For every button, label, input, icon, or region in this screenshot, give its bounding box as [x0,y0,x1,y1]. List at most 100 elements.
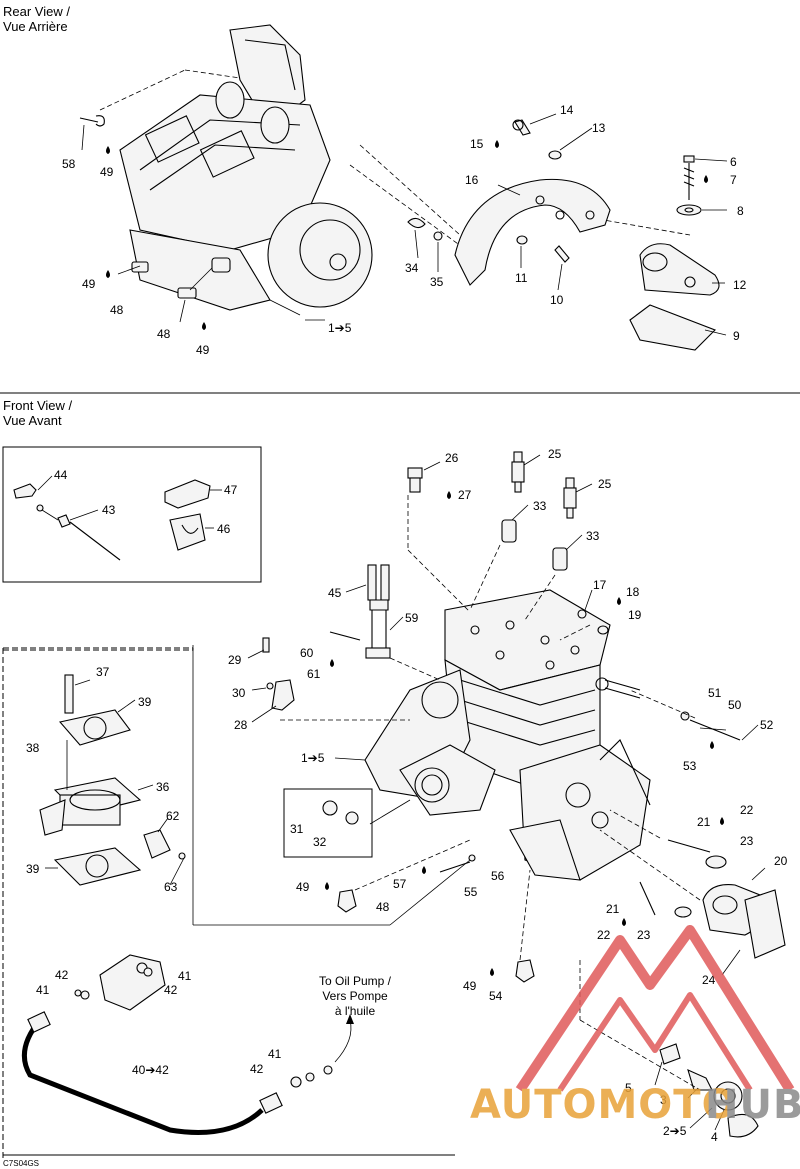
callout: 58 [62,157,76,171]
callout: 25 [548,447,562,461]
drop-icon [422,866,426,874]
callout: 19 [628,608,642,622]
callout: 36 [156,780,170,794]
callout: 42 [164,983,178,997]
callout: 9 [733,329,740,343]
callout: 24 [702,973,716,987]
drop-icon [617,597,621,605]
callout: 49 [296,880,310,894]
callout: 35 [430,275,444,289]
oil-pump-note-line1: To Oil Pump / [319,974,392,988]
callout: 23 [740,834,754,848]
callout: 59 [405,611,419,625]
drop-icon [495,140,499,148]
callout: 55 [464,885,478,899]
callout: 49 [463,979,477,993]
callout: 33 [533,499,547,513]
callout: 53 [683,759,697,773]
callout: 1➔5 [328,321,352,335]
drop-icon [106,146,110,154]
front-view-subtitle: Vue Avant [3,413,62,428]
callout: 39 [138,695,152,709]
callout: 5 [625,1081,632,1095]
drop-icon [447,491,451,499]
callout: 56 [491,869,505,883]
oil-pump-inset-box [2,647,194,1160]
callout: 15 [470,137,484,151]
front-leader-lines [169,495,701,1091]
rear-view-title: Rear View / [3,4,70,19]
callout: 18 [626,585,640,599]
callout: 60 [300,646,314,660]
callout: 11 [515,271,528,285]
callout: 23 [637,928,651,942]
callout: 43 [102,503,116,517]
watermark-word-a: AUTOMOTO [470,1082,737,1128]
callout: 48 [376,900,390,914]
callout: 52 [760,718,774,732]
callout: 26 [445,451,459,465]
callout: 62 [166,809,180,823]
drop-icon [325,882,329,890]
callout: 2➔5 [663,1124,687,1138]
callout: 47 [224,483,238,497]
callout: 57 [393,877,407,891]
callout: 42 [250,1062,264,1076]
callout: 8 [737,204,744,218]
rear-mount-parts [407,119,720,351]
callout: 49 [100,165,114,179]
drop-icon [704,175,708,183]
oil-pump-note-line3: à l'huile [335,1004,376,1018]
callout: 63 [164,880,178,894]
callout: 37 [96,665,110,679]
callout: 10 [550,293,564,307]
callout: 38 [26,741,40,755]
callout: 34 [405,261,419,275]
callout: 33 [586,529,600,543]
callout: 48 [110,303,124,317]
callout: 21 [606,902,620,916]
watermark-word-b: HUB [705,1082,800,1128]
cable-inset-box [2,446,262,583]
callout: 17 [593,578,607,592]
callout: 3 [660,1093,667,1107]
callout: 31 [290,822,304,836]
oil-pump-note: To Oil Pump / Vers Pompe à l'huile [319,974,392,1018]
callout: 6 [730,155,737,169]
callout: 7 [730,173,737,187]
callout: 50 [728,698,742,712]
callout-labels: 58 49 49 48 48 49 1➔5 14 13 15 16 34 35 … [26,103,788,1144]
callout: 41 [36,983,50,997]
callout: 45 [328,586,342,600]
watermark-logo: AUTOMOTO HUB [470,925,800,1128]
callout: 41 [268,1047,282,1061]
rear-view-subtitle: Vue Arrière [3,19,68,34]
lubricant-drop-icons [106,140,724,976]
drop-icon [622,918,626,926]
callout: 29 [228,653,242,667]
drop-icon [720,817,724,825]
callout: 51 [708,686,722,700]
callout: 25 [598,477,612,491]
callout: 13 [592,121,606,135]
callout: 22 [740,803,754,817]
drop-icon [202,322,206,330]
callout: 49 [196,343,210,357]
callout: 41 [178,969,192,983]
callout: 39 [26,862,40,876]
callout: 42 [55,968,69,982]
callout: 12 [733,278,747,292]
callout: 22 [597,928,611,942]
callout: 28 [234,718,248,732]
drawing-code: C7S04GS [3,1159,39,1168]
drop-icon [710,741,714,749]
callout: 21 [697,815,711,829]
front-engine-illustration [364,589,651,881]
callout: 46 [217,522,231,536]
callout: 32 [313,835,327,849]
callout: 1➔5 [301,751,325,765]
callout: 54 [489,989,503,1003]
front-small-parts [262,451,786,1138]
